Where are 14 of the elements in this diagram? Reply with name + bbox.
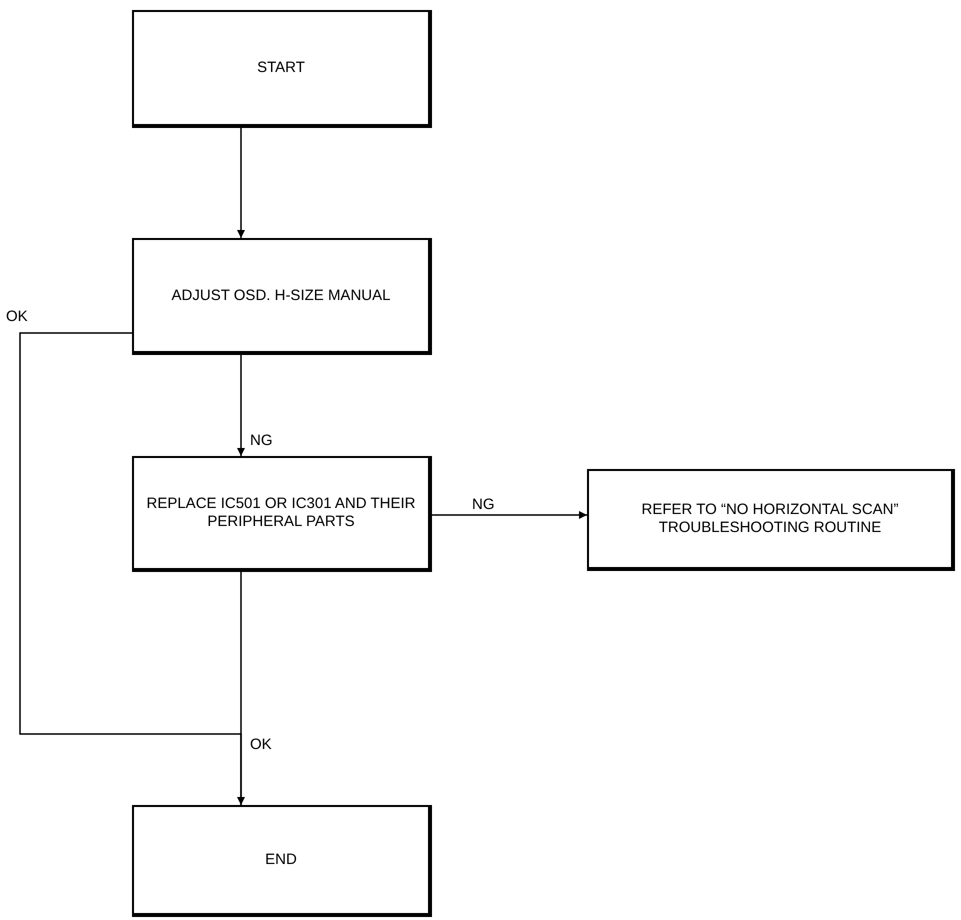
box-text: REPLACE IC501 OR IC301 AND THEIR PERIPHERAL PARTS xyxy=(146,495,416,531)
arrow xyxy=(237,128,245,238)
arrow xyxy=(237,355,245,456)
process-box xyxy=(587,469,955,571)
arrow xyxy=(19,332,245,805)
process-box xyxy=(132,456,432,572)
process-box xyxy=(132,10,432,128)
box-text: ADJUST OSD. H-SIZE MANUAL xyxy=(170,286,392,304)
box-text: START xyxy=(256,59,306,77)
arrow xyxy=(432,511,587,519)
process-box xyxy=(132,238,432,355)
box-text: REFER TO “NO HORIZONTAL SCAN” TROUBLESHOOTING ROUTINE xyxy=(640,501,900,537)
box-text: END xyxy=(264,851,298,869)
process-box xyxy=(132,805,432,917)
